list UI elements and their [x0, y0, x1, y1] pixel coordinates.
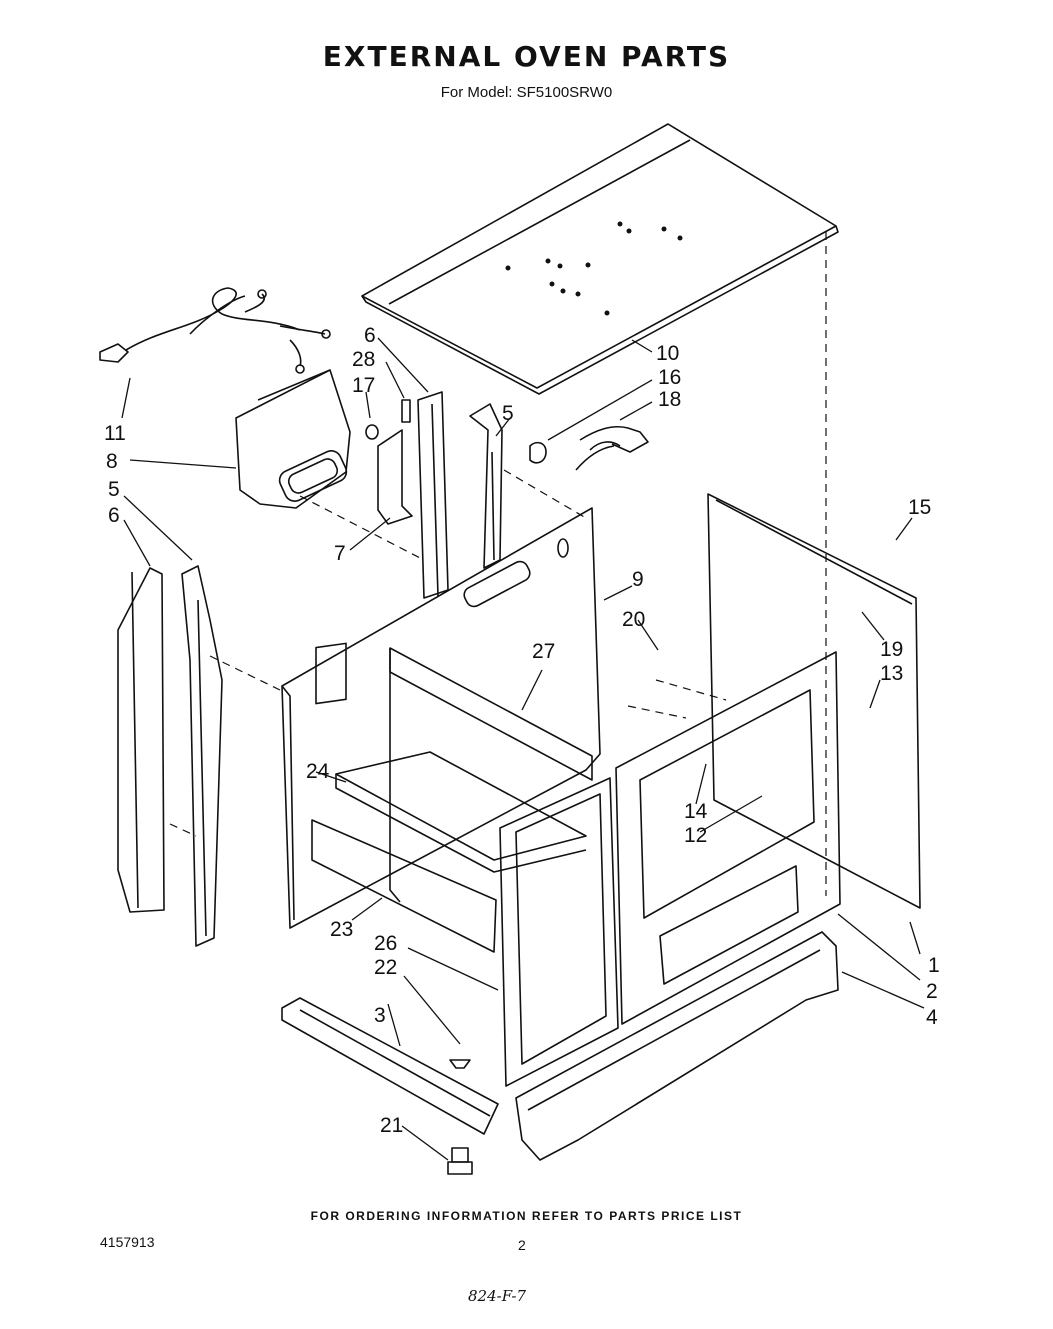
callout-23: 23 [330, 918, 353, 941]
callout-20: 20 [622, 608, 645, 631]
callout-6-right: 6 [364, 324, 376, 347]
inner-liner [311, 647, 593, 953]
callout-8: 8 [106, 450, 118, 473]
right-side-panel [615, 493, 921, 1025]
page-number: 2 [518, 1237, 526, 1253]
callout-24: 24 [306, 760, 330, 783]
callout-26: 26 [374, 932, 397, 955]
callout-1: 1 [928, 954, 940, 977]
callout-6-left: 6 [108, 504, 120, 527]
callout-4: 4 [926, 1006, 938, 1029]
callout-22: 22 [374, 956, 397, 979]
callout-5-left: 5 [108, 478, 120, 501]
power-cord [99, 287, 331, 374]
callout-7: 7 [334, 542, 346, 565]
leader-lines [121, 337, 925, 1161]
back-panel [281, 507, 601, 929]
callout-10: 10 [656, 342, 679, 365]
callout-15: 15 [908, 496, 931, 519]
callout-28: 28 [352, 348, 375, 371]
small-parts [365, 399, 649, 525]
callout-11: 11 [104, 422, 126, 445]
left-side-rails [117, 565, 223, 947]
callout-3: 3 [374, 1004, 386, 1027]
callout-9: 9 [632, 568, 644, 591]
front-frame [499, 777, 619, 1087]
handwritten-code: 824-F-7 [468, 1287, 527, 1305]
callout-labels: 1 2 3 4 5 5 6 6 7 8 9 10 11 12 13 14 15 … [104, 324, 940, 1137]
callout-21: 21 [380, 1114, 403, 1137]
callout-5-right: 5 [502, 402, 514, 425]
top-panel [361, 123, 839, 395]
callout-13: 13 [880, 662, 903, 685]
bottom-rail [281, 997, 499, 1175]
document-number: 4157913 [100, 1234, 155, 1250]
toe-kick [515, 931, 839, 1161]
page-title: EXTERNAL OVEN PARTS [322, 40, 731, 73]
callout-27: 27 [532, 640, 555, 663]
callout-17: 17 [352, 374, 375, 397]
callout-12: 12 [684, 824, 707, 847]
callout-19: 19 [880, 638, 903, 661]
model-subtitle: For Model: SF5100SRW0 [440, 84, 613, 101]
ordering-info-note: FOR ORDERING INFORMATION REFER TO PARTS … [310, 1209, 743, 1223]
terminal-cover [235, 369, 351, 509]
callout-2: 2 [926, 980, 938, 1003]
assembly-lines [169, 232, 827, 896]
callout-16: 16 [658, 366, 681, 389]
callout-18: 18 [658, 388, 681, 411]
callout-14: 14 [684, 800, 708, 823]
